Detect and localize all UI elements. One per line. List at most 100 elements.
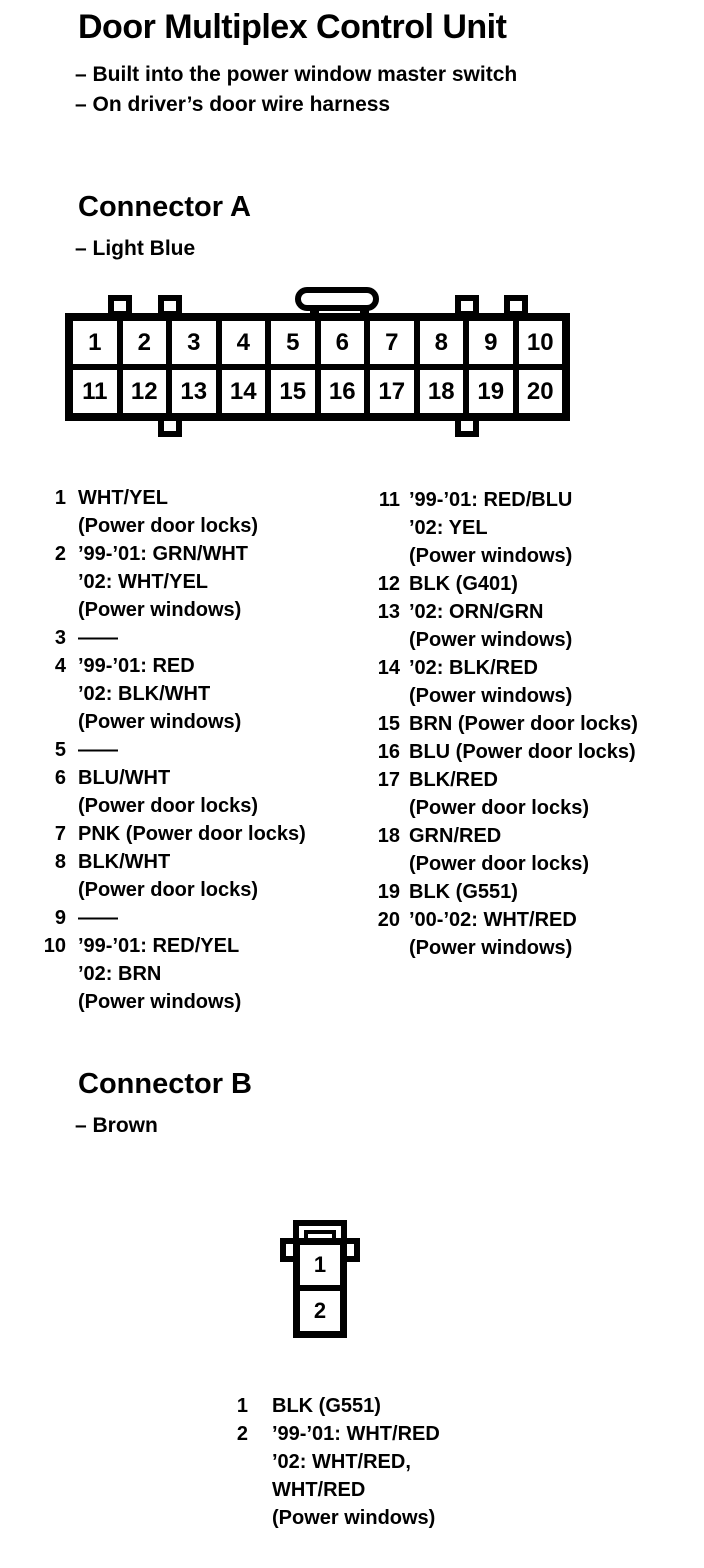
page-title: Door Multiplex Control Unit — [78, 8, 507, 46]
pin-cell: 15 — [271, 370, 315, 413]
connector-b-pin-grid: 1 2 — [293, 1238, 347, 1338]
pin-description: ’02: BLK/RED (Power windows) — [409, 654, 572, 710]
pin-number: 4 — [54, 655, 66, 677]
pin-description-line: ’02: WHT/RED, — [272, 1451, 411, 1473]
pin-description-line: (Power windows) — [78, 991, 242, 1013]
pin-description-line: BLK (G551) — [409, 881, 518, 903]
pin-number: 1 — [54, 487, 66, 509]
pin-entry: 4 ’99-’01: RED ’02: BLK/WHT (Power windo… — [40, 652, 306, 736]
pin-description-line: (Power windows) — [409, 545, 573, 567]
pin-description-line: BRN (Power door locks) — [409, 713, 638, 735]
pin-entry: 1 BLK (G551) — [234, 1392, 440, 1420]
pin-description-line: BLU (Power door locks) — [409, 741, 636, 763]
pin-number: 14 — [377, 657, 400, 679]
pin-cell: 1 — [73, 321, 117, 364]
pin-entry: 17 BLK/RED (Power door locks) — [372, 766, 638, 822]
pin-description: BLK (G401) — [409, 570, 518, 598]
pin-entry: 9 —— — [40, 904, 306, 932]
pin-description: WHT/YEL (Power door locks) — [78, 484, 258, 540]
pin-number: 20 — [377, 909, 400, 931]
pin-number: 1 — [236, 1395, 248, 1417]
pin-description-line: ’02: WHT/YEL — [78, 571, 209, 593]
pin-cell: 13 — [172, 370, 216, 413]
pin-description: BLK/WHT (Power door locks) — [78, 848, 258, 904]
pin-description-line: GRN/RED — [409, 825, 502, 847]
pin-description-line: WHT/YEL — [78, 487, 168, 509]
pin-description-line: WHT/RED — [272, 1479, 366, 1501]
pin-number: 17 — [377, 769, 400, 791]
pin-number: 13 — [377, 601, 400, 623]
pin-number: 16 — [377, 741, 400, 763]
pin-cell: 4 — [221, 321, 265, 364]
pin-description-line: ’99-’01: RED/BLU — [409, 489, 573, 511]
pin-cell: 12 — [122, 370, 166, 413]
pin-description-line: ’99-’01: WHT/RED — [272, 1423, 440, 1445]
pin-description-line: (Power windows) — [409, 685, 573, 707]
pin-cell: 7 — [370, 321, 414, 364]
pin-cell: 2 — [122, 321, 166, 364]
connector-a-pin-list-right: 11 ’99-’01: RED/BLU ’02: YEL (Power wind… — [372, 486, 638, 962]
pin-description-line: BLU/WHT — [78, 767, 171, 789]
pin-cell: 10 — [518, 321, 562, 364]
pin-cell: 16 — [320, 370, 364, 413]
pin-entry: 11 ’99-’01: RED/BLU ’02: YEL (Power wind… — [372, 486, 638, 570]
pin-entry: 6 BLU/WHT (Power door locks) — [40, 764, 306, 820]
pin-description: ’99-’01: WHT/RED ’02: WHT/RED, WHT/RED (… — [272, 1420, 440, 1532]
connector-latch-leg — [360, 306, 369, 317]
pin-entry: 2 ’99-’01: WHT/RED ’02: WHT/RED, WHT/RED… — [234, 1420, 440, 1532]
pin-description-line: ’02: YEL — [409, 517, 488, 539]
pin-entry: 15 BRN (Power door locks) — [372, 710, 638, 738]
pin-description-line: (Power windows) — [78, 599, 242, 621]
pin-description-line: (Power windows) — [78, 711, 242, 733]
pin-entry: 12 BLK (G401) — [372, 570, 638, 598]
pin-description-line: —— — [78, 907, 118, 929]
pin-number: 2 — [236, 1423, 248, 1445]
pin-description-line: (Power door locks) — [78, 879, 259, 901]
pin-description: ’99-’01: RED/BLU ’02: YEL (Power windows… — [409, 486, 572, 570]
pin-description-line: ’99-’01: RED/YEL — [78, 935, 240, 957]
pin-description-line: ’00-’02: WHT/RED — [409, 909, 577, 931]
pin-number: 18 — [377, 825, 400, 847]
connector-mount-tab — [158, 415, 182, 437]
pin-description-line: ’02: BRN — [78, 963, 162, 985]
pin-description: ’99-’01: GRN/WHT ’02: WHT/YEL (Power win… — [78, 540, 248, 624]
pin-number: 10 — [43, 935, 66, 957]
pin-description: BLU (Power door locks) — [409, 738, 636, 766]
note-line: – On driver’s door wire harness — [75, 93, 391, 116]
pin-description: —— — [78, 624, 118, 652]
note-line: – Built into the power window master swi… — [75, 63, 518, 86]
pin-description-line: BLK (G551) — [272, 1395, 381, 1417]
pin-number: 3 — [54, 627, 66, 649]
pin-number: 9 — [54, 907, 66, 929]
pin-description: ’00-’02: WHT/RED (Power windows) — [409, 906, 577, 962]
pin-description-line: (Power windows) — [409, 629, 573, 651]
pin-entry: 19 BLK (G551) — [372, 878, 638, 906]
pin-description-line: PNK (Power door locks) — [78, 823, 306, 845]
pin-number: 8 — [54, 851, 66, 873]
pin-number: 5 — [54, 739, 66, 761]
pin-entry: 14 ’02: BLK/RED (Power windows) — [372, 654, 638, 710]
connector-a-diagram: 1 2 3 4 5 6 7 8 9 10 11 12 13 14 15 16 1… — [65, 287, 570, 439]
connector-b-pin-list: 1 BLK (G551) 2 ’99-’01: WHT/RED ’02: WHT… — [234, 1392, 440, 1532]
pin-cell: 8 — [419, 321, 463, 364]
pin-cell: 19 — [469, 370, 513, 413]
pin-description-line: ’99-’01: GRN/WHT — [78, 543, 249, 565]
connector-b-diagram: 1 2 — [280, 1220, 360, 1340]
pin-description: PNK (Power door locks) — [78, 820, 306, 848]
pin-description-line: (Power windows) — [409, 937, 573, 959]
pin-entry: 16 BLU (Power door locks) — [372, 738, 638, 766]
pin-cell: 2 — [300, 1291, 340, 1331]
pin-number: 12 — [377, 573, 400, 595]
pin-description-line: (Power door locks) — [409, 797, 590, 819]
pin-cell: 6 — [320, 321, 364, 364]
pin-number: 11 — [378, 489, 400, 511]
pin-description: ’99-’01: RED/YEL ’02: BRN (Power windows… — [78, 932, 241, 1016]
pin-entry: 20 ’00-’02: WHT/RED (Power windows) — [372, 906, 638, 962]
pin-number: 6 — [54, 767, 66, 789]
pin-cell: 3 — [172, 321, 216, 364]
pin-description-line: (Power door locks) — [78, 515, 259, 537]
pin-description-line: —— — [78, 627, 118, 649]
pin-cell: 9 — [469, 321, 513, 364]
connector-a-pin-grid: 1 2 3 4 5 6 7 8 9 10 11 12 13 14 15 16 1… — [65, 313, 570, 421]
pin-description: BLK (G551) — [272, 1392, 381, 1420]
